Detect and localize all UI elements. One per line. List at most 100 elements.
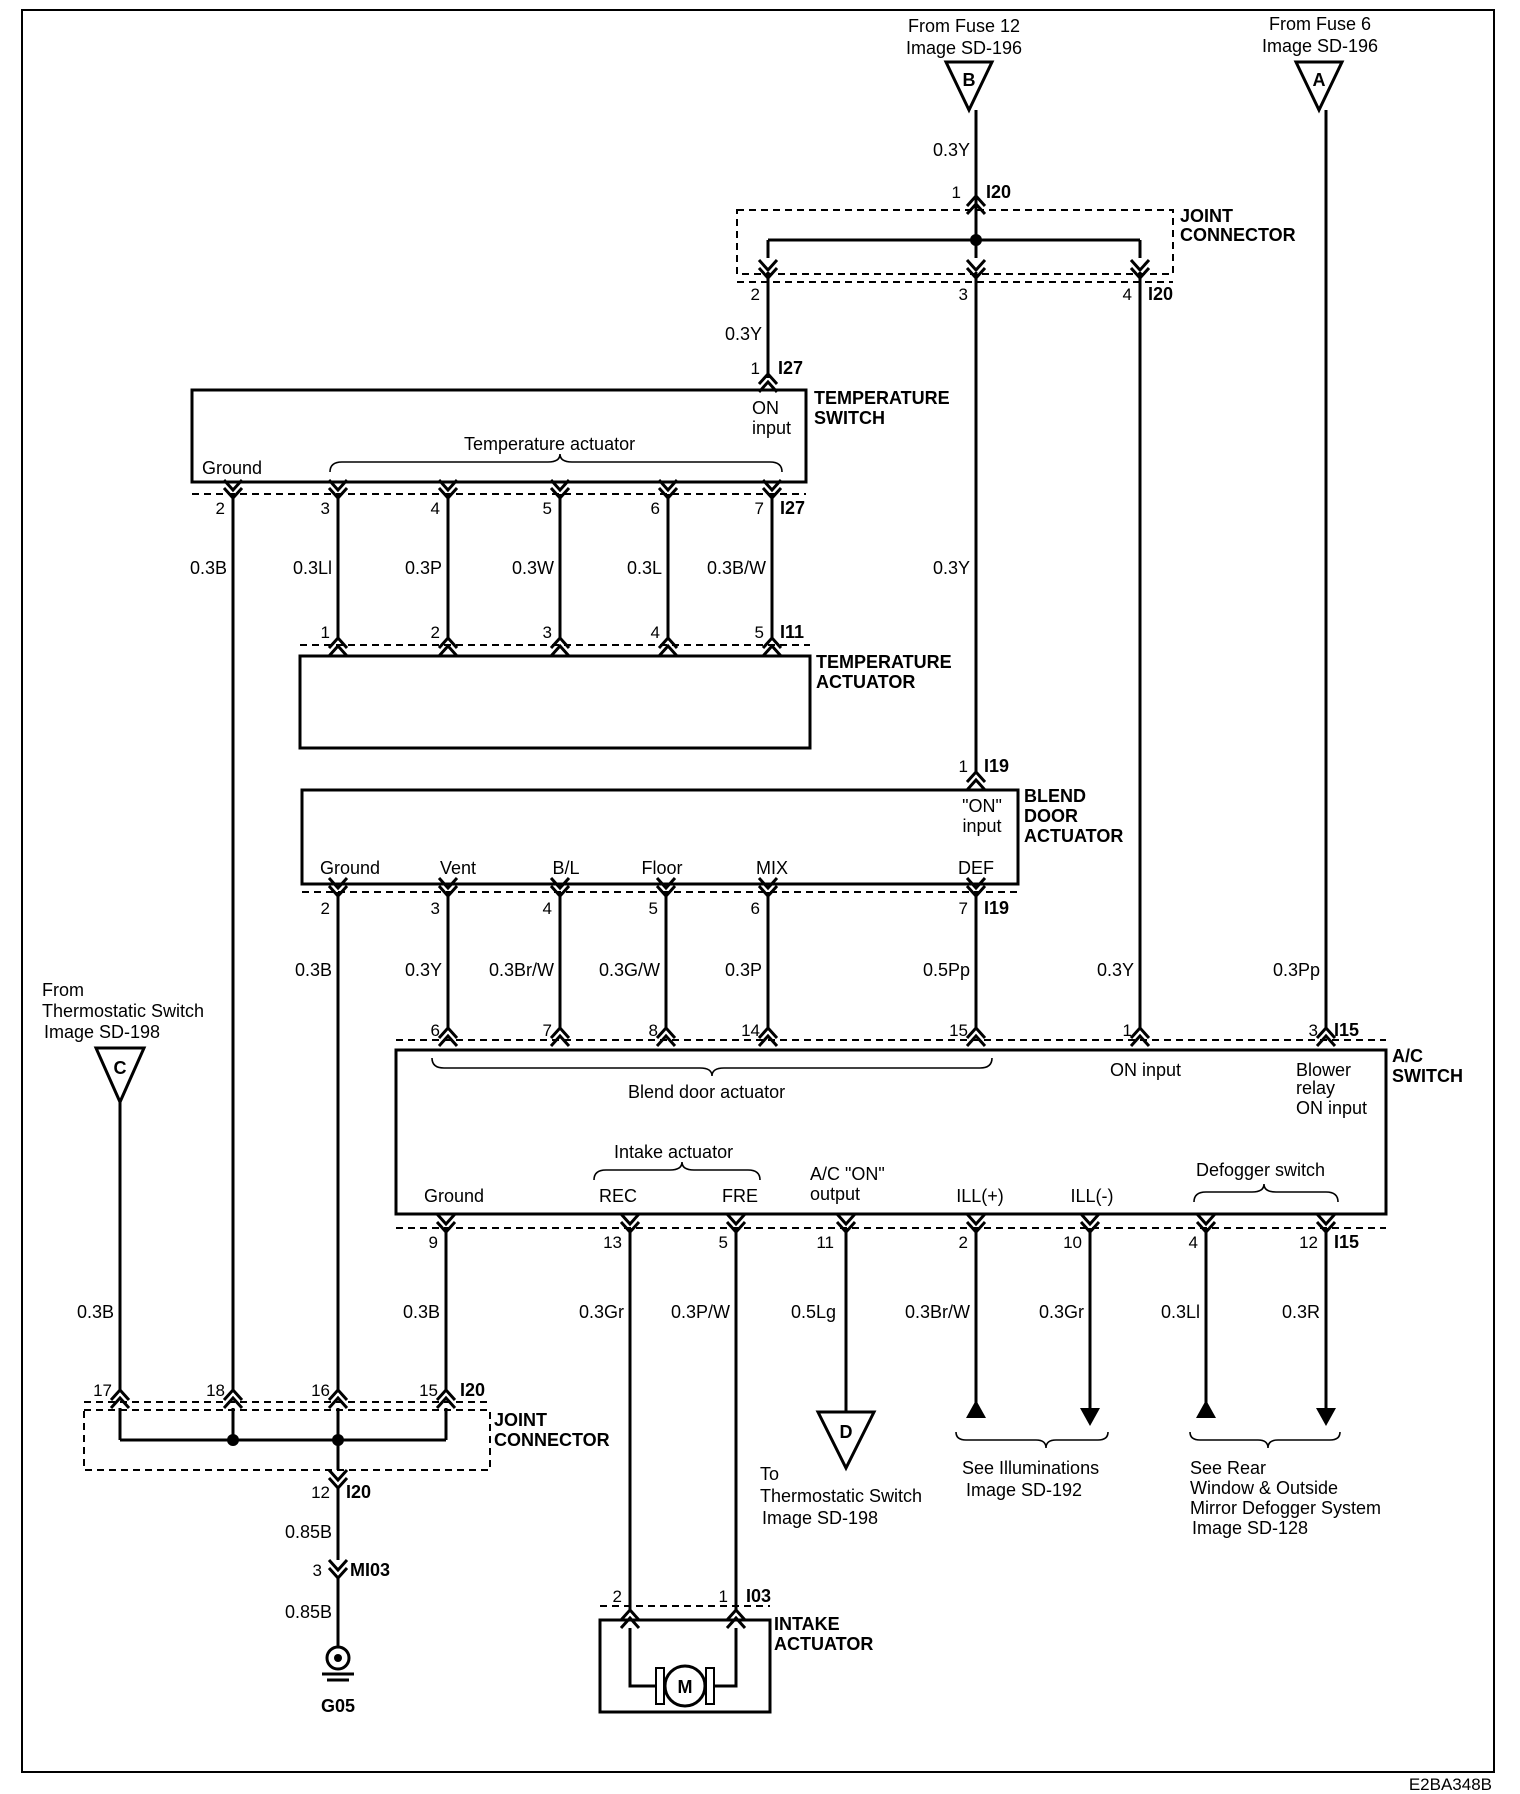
svg-text:16: 16 <box>311 1381 330 1400</box>
svg-text:0.3B: 0.3B <box>403 1302 440 1322</box>
svg-text:I19: I19 <box>984 898 1009 918</box>
intake-actuator: 2 1 I03 INTAKE ACTUATOR M <box>598 1586 873 1714</box>
ac-switch: 6 7 8 14 15 1 3 I15 A/C SWITCH Blend doo… <box>394 1020 1463 1252</box>
svg-text:Temperature actuator: Temperature actuator <box>464 434 635 454</box>
svg-text:4: 4 <box>651 623 660 642</box>
svg-text:SWITCH: SWITCH <box>1392 1066 1463 1086</box>
svg-text:5: 5 <box>755 623 764 642</box>
svg-text:13: 13 <box>603 1233 622 1252</box>
svg-text:output: output <box>810 1184 860 1204</box>
svg-text:0.3Y: 0.3Y <box>725 324 762 344</box>
svg-text:M: M <box>678 1677 693 1697</box>
wires <box>118 110 1328 1646</box>
temperature-actuator: 1 2 3 4 5 I11 TEMPERATURE ACTUATOR <box>298 622 952 750</box>
svg-text:I19: I19 <box>984 756 1009 776</box>
svg-text:1: 1 <box>719 1587 728 1606</box>
svg-text:5: 5 <box>543 499 552 518</box>
svg-text:ON: ON <box>752 398 779 418</box>
wire-labels: 0.3Y 0.3Y 0.3Y 0.3Y 0.3Pp 0.3B 0.3Ll 0.3… <box>77 140 1320 1622</box>
svg-text:From Fuse 12: From Fuse 12 <box>908 16 1020 36</box>
svg-text:0.3Gr: 0.3Gr <box>579 1302 624 1322</box>
svg-text:0.85B: 0.85B <box>285 1602 332 1622</box>
svg-text:I15: I15 <box>1334 1232 1359 1252</box>
svg-text:ACTUATOR: ACTUATOR <box>774 1634 873 1654</box>
svg-text:6: 6 <box>751 899 760 918</box>
svg-text:Image SD-198: Image SD-198 <box>762 1508 878 1528</box>
svg-text:0.3B: 0.3B <box>190 558 227 578</box>
svg-text:9: 9 <box>429 1233 438 1252</box>
svg-text:1: 1 <box>321 623 330 642</box>
blend-door-actuator: 1 I19 BLEND DOOR ACTUATOR "ON" input Gro… <box>300 756 1123 918</box>
svg-text:18: 18 <box>206 1381 225 1400</box>
svg-text:0.3Pp: 0.3Pp <box>1273 960 1320 980</box>
svg-text:Ground: Ground <box>320 858 380 878</box>
svg-text:6: 6 <box>431 1021 440 1040</box>
svg-text:6: 6 <box>651 499 660 518</box>
output-arrows <box>955 1400 1341 1449</box>
svg-text:I03: I03 <box>746 1586 771 1606</box>
svg-text:Floor: Floor <box>641 858 682 878</box>
svg-text:Mirror Defogger System: Mirror Defogger System <box>1190 1498 1381 1518</box>
svg-text:0.3W: 0.3W <box>512 558 554 578</box>
joint-connector-bottom: 17 18 16 15 I20 JOINT CONNECTOR 12 I20 <box>83 1380 610 1502</box>
svg-text:I15: I15 <box>1334 1020 1359 1040</box>
svg-text:Intake actuator: Intake actuator <box>614 1142 733 1162</box>
svg-text:Image SD-196: Image SD-196 <box>906 38 1022 58</box>
svg-text:input: input <box>752 418 791 438</box>
svg-text:0.3Ll: 0.3Ll <box>1161 1302 1200 1322</box>
svg-text:15: 15 <box>949 1021 968 1040</box>
svg-text:3: 3 <box>543 623 552 642</box>
svg-text:2: 2 <box>321 899 330 918</box>
thermostatic-switch-output: D To Thermostatic Switch Image SD-198 <box>760 1410 922 1528</box>
svg-text:10: 10 <box>1063 1233 1082 1252</box>
svg-text:ACTUATOR: ACTUATOR <box>816 672 915 692</box>
svg-text:3: 3 <box>431 899 440 918</box>
svg-text:MI03: MI03 <box>350 1560 390 1580</box>
svg-text:BLEND: BLEND <box>1024 786 1086 806</box>
svg-text:3: 3 <box>959 285 968 304</box>
svg-text:0.3Y: 0.3Y <box>933 558 970 578</box>
svg-text:0.3Y: 0.3Y <box>405 960 442 980</box>
svg-text:B/L: B/L <box>552 858 579 878</box>
illumination-reference: See Illuminations Image SD-192 <box>962 1458 1099 1500</box>
svg-text:I20: I20 <box>460 1380 485 1400</box>
svg-text:DEF: DEF <box>958 858 994 878</box>
svg-text:REC: REC <box>599 1186 637 1206</box>
svg-text:Image SD-198: Image SD-198 <box>44 1022 160 1042</box>
svg-text:1: 1 <box>751 359 760 378</box>
svg-text:Thermostatic Switch: Thermostatic Switch <box>760 1486 922 1506</box>
svg-text:0.3R: 0.3R <box>1282 1302 1320 1322</box>
svg-text:A/C: A/C <box>1392 1046 1423 1066</box>
svg-text:MIX: MIX <box>756 858 788 878</box>
svg-text:See Rear: See Rear <box>1190 1458 1266 1478</box>
svg-text:ACTUATOR: ACTUATOR <box>1024 826 1123 846</box>
motor-icon <box>663 1664 707 1708</box>
svg-text:0.3Br/W: 0.3Br/W <box>905 1302 970 1322</box>
svg-text:Thermostatic Switch: Thermostatic Switch <box>42 1001 204 1021</box>
svg-text:0.3P/W: 0.3P/W <box>671 1302 730 1322</box>
svg-text:CONNECTOR: CONNECTOR <box>494 1430 610 1450</box>
svg-text:relay: relay <box>1296 1078 1335 1098</box>
svg-text:1: 1 <box>959 757 968 776</box>
svg-text:4: 4 <box>1123 285 1132 304</box>
svg-text:12: 12 <box>311 1483 330 1502</box>
svg-text:11: 11 <box>816 1233 834 1252</box>
thermostatic-switch-source: From Thermostatic Switch Image SD-198 C <box>42 980 204 1106</box>
svg-text:INTAKE: INTAKE <box>774 1614 840 1634</box>
svg-text:0.3B: 0.3B <box>295 960 332 980</box>
svg-text:Image SD-128: Image SD-128 <box>1192 1518 1308 1538</box>
svg-text:3: 3 <box>313 1561 322 1580</box>
fuse6-source: From Fuse 6 Image SD-196 A <box>1262 14 1378 114</box>
svg-text:Defogger switch: Defogger switch <box>1196 1160 1325 1180</box>
svg-text:From Fuse 6: From Fuse 6 <box>1269 14 1371 34</box>
svg-text:0.5Lg: 0.5Lg <box>791 1302 836 1322</box>
svg-text:I20: I20 <box>986 182 1011 202</box>
svg-text:ILL(+): ILL(+) <box>956 1186 1004 1206</box>
svg-text:Image SD-196: Image SD-196 <box>1262 36 1378 56</box>
svg-text:Image SD-192: Image SD-192 <box>966 1480 1082 1500</box>
svg-text:I20: I20 <box>1148 284 1173 304</box>
svg-text:A: A <box>1313 70 1326 90</box>
svg-text:17: 17 <box>93 1381 112 1400</box>
diagram-code: E2BA348B <box>1409 1775 1492 1794</box>
svg-text:7: 7 <box>755 499 764 518</box>
